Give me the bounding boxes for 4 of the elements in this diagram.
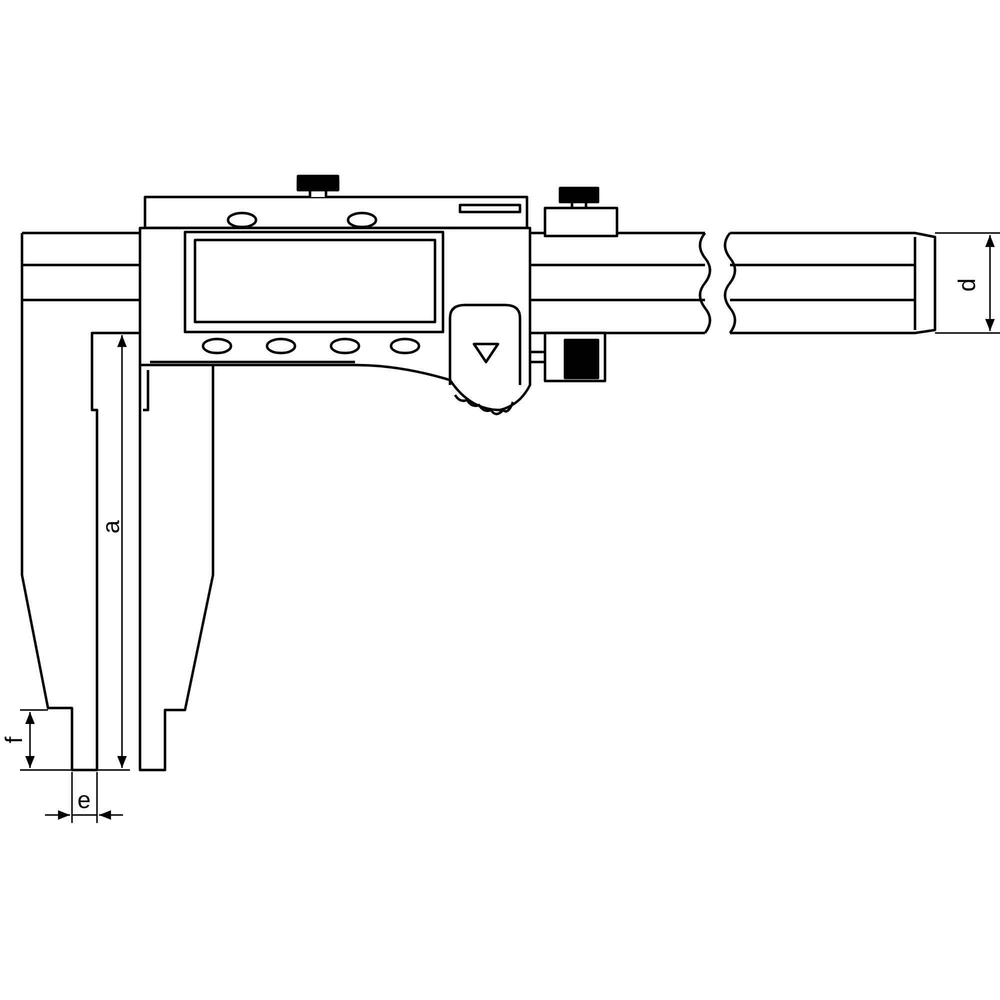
- dimension-label: d: [956, 278, 980, 292]
- dimension-label: a: [100, 520, 124, 534]
- dimension-label: f: [3, 736, 27, 744]
- dimension-label: e: [77, 789, 91, 813]
